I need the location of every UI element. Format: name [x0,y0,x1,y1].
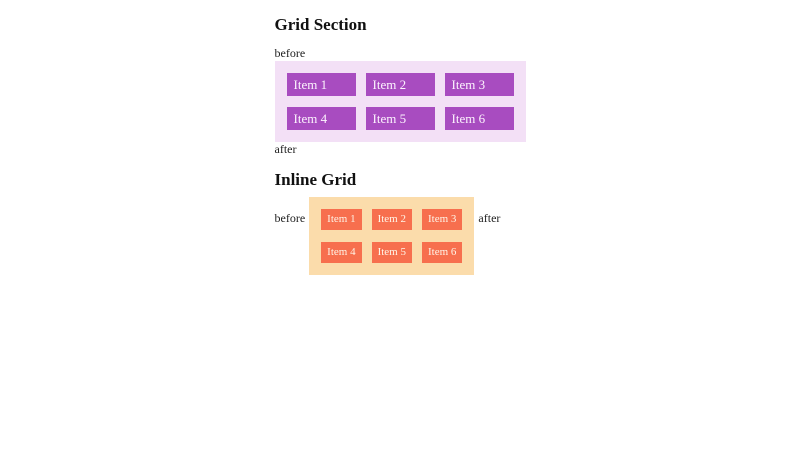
grid-item: Item 4 [286,107,356,131]
inline-grid-item: Item 4 [321,241,362,263]
grid-section-title: Grid Section [274,15,367,34]
inline-grid-title: Inline Grid [274,170,357,190]
inline-grid-item: Item 2 [371,208,412,230]
grid-after-label: after [274,142,297,157]
grid-item: Item 1 [286,73,356,97]
inline-before-label: before [274,210,306,225]
inline-grid-item: Item 1 [321,208,362,230]
inline-grid-item: Item 5 [371,241,412,263]
inline-grid-container: Item 1 Item 2 Item 3 Item 4 Item 5 Item 6 [309,196,475,275]
inline-grid-item: Item 3 [422,208,463,230]
content-column: Grid Section before Item 1 Item 2 Item 3… [274,0,526,275]
grid-item: Item 3 [444,73,514,97]
inline-after-label: after [478,210,501,225]
grid-before-label: before [274,46,306,61]
grid-item: Item 6 [444,107,514,131]
grid-item: Item 5 [365,107,435,131]
grid-container: Item 1 Item 2 Item 3 Item 4 Item 5 Item … [274,61,526,143]
grid-item: Item 2 [365,73,435,97]
inline-grid-item: Item 6 [422,241,463,263]
